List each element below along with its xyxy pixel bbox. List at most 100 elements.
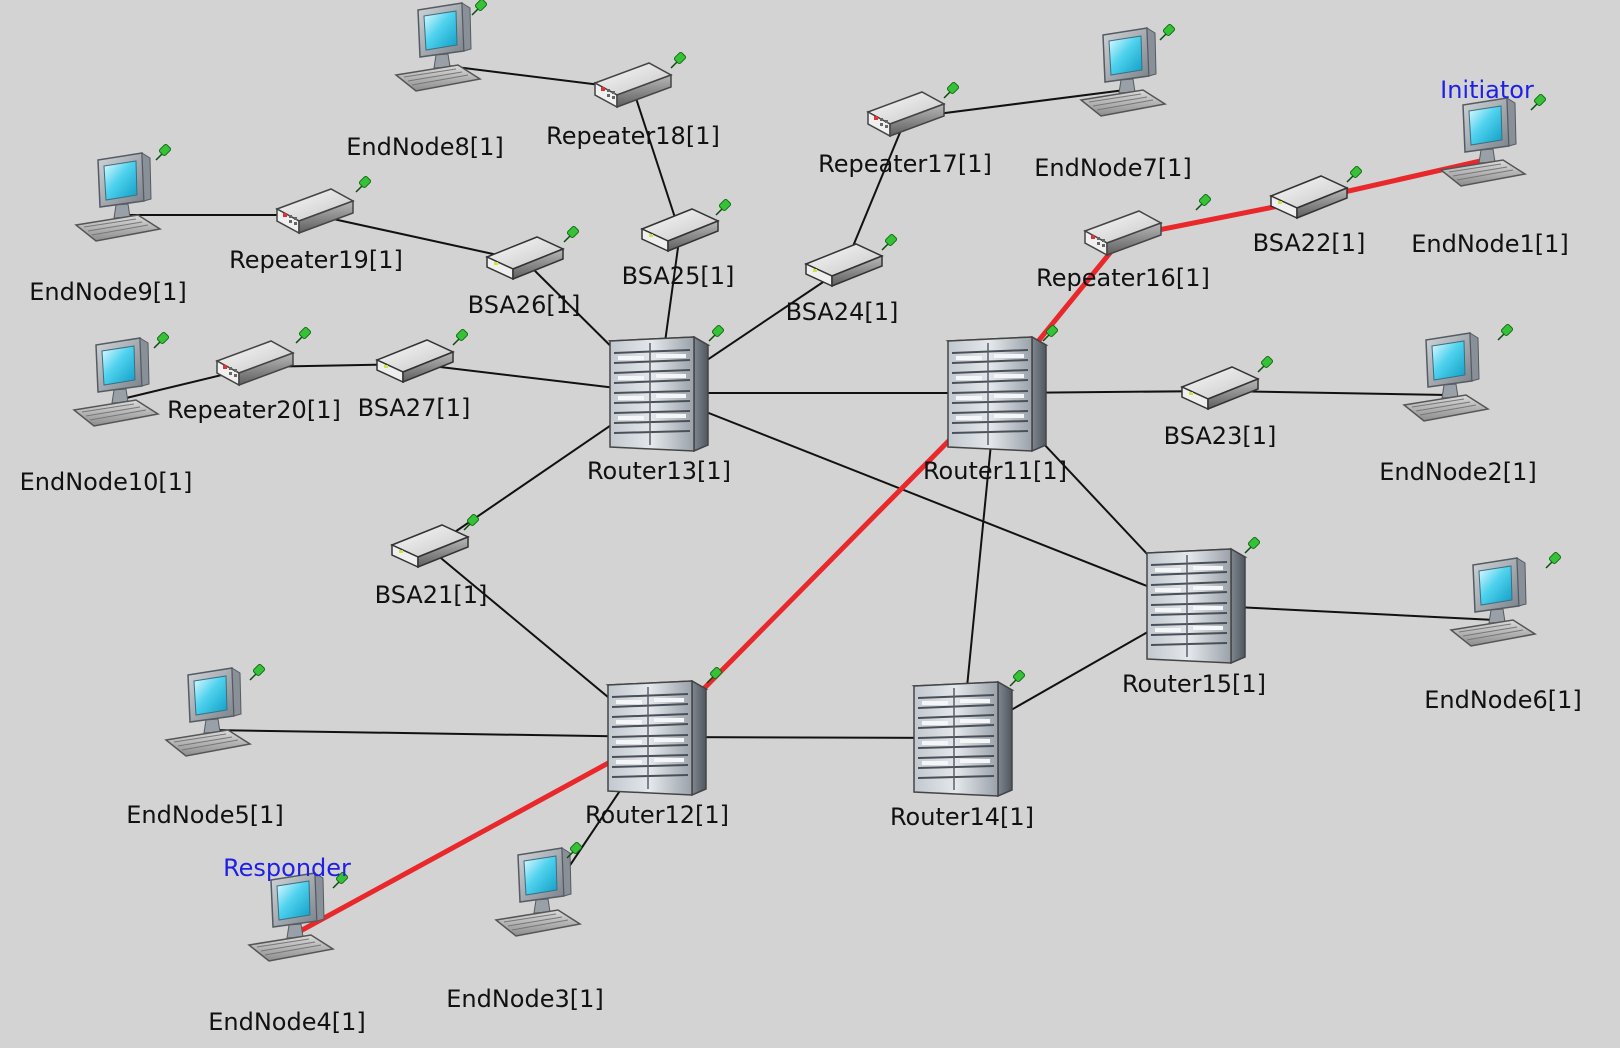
- node-router14[interactable]: Router14[1]: [890, 668, 1034, 831]
- router-icon: [1146, 548, 1246, 664]
- node-label: EndNode9[1]: [29, 278, 187, 306]
- node-repeater20[interactable]: Repeater20[1]: [167, 325, 341, 424]
- computer-icon: [165, 667, 251, 757]
- link-22: [655, 736, 963, 739]
- status-badge-icon: [452, 327, 470, 346]
- node-label: Repeater20[1]: [167, 396, 341, 424]
- status-badge-icon: [1545, 550, 1563, 569]
- node-label: BSA25[1]: [622, 262, 735, 290]
- node-router13[interactable]: Router13[1]: [587, 323, 731, 485]
- link-4: [314, 214, 526, 262]
- link-1: [632, 88, 681, 234]
- node-endnode7[interactable]: EndNode7[1]: [1034, 22, 1192, 182]
- status-badge-icon: [1497, 322, 1515, 341]
- bsa-icon: [1181, 366, 1259, 410]
- node-label: BSA26[1]: [468, 291, 581, 319]
- computer-icon: [75, 152, 161, 242]
- node-label: Router12[1]: [585, 801, 729, 829]
- status-badge-icon: [1195, 192, 1213, 211]
- status-badge-icon: [153, 330, 171, 349]
- node-label: EndNode3[1]: [446, 985, 604, 1013]
- node-endnode5[interactable]: EndNode5[1]: [126, 662, 284, 829]
- node-label: EndNode2[1]: [1379, 458, 1537, 486]
- node-label: Repeater16[1]: [1036, 264, 1210, 292]
- computer-icon: [395, 2, 481, 92]
- node-label: EndNode5[1]: [126, 801, 284, 829]
- node-label: Repeater18[1]: [546, 122, 720, 150]
- node-bsa27[interactable]: BSA27[1]: [358, 327, 471, 422]
- node-endnode1[interactable]: EndNode1[1]Initiator: [1411, 76, 1569, 258]
- status-badge-icon: [1244, 535, 1262, 554]
- bsa-icon: [391, 524, 469, 568]
- node-label: EndNode6[1]: [1424, 686, 1582, 714]
- node-repeater18[interactable]: Repeater18[1]: [546, 50, 720, 150]
- node-repeater19[interactable]: Repeater19[1]: [229, 174, 403, 274]
- node-router12[interactable]: Router12[1]: [585, 665, 729, 829]
- links-layer: [117, 64, 1496, 938]
- node-label: Router14[1]: [890, 803, 1034, 831]
- node-endnode9[interactable]: EndNode9[1]: [29, 142, 187, 306]
- node-bsa23[interactable]: BSA23[1]: [1164, 354, 1277, 450]
- node-label: Router15[1]: [1122, 670, 1266, 698]
- status-badge-icon: [708, 323, 726, 342]
- node-endnode10[interactable]: EndNode10[1]: [20, 330, 193, 496]
- link-13: [657, 392, 1196, 606]
- node-label: Repeater17[1]: [818, 150, 992, 178]
- node-repeater16[interactable]: Repeater16[1]: [1036, 192, 1213, 292]
- link-17: [1219, 390, 1449, 396]
- status-badge-icon: [471, 0, 489, 16]
- computer-icon: [248, 872, 334, 962]
- computer-icon: [1403, 332, 1489, 422]
- repeater-icon: [216, 340, 294, 386]
- node-repeater17[interactable]: Repeater17[1]: [818, 80, 992, 178]
- node-label: Router13[1]: [587, 457, 731, 485]
- status-badge-icon: [881, 232, 899, 251]
- node-label: EndNode4[1]: [208, 1008, 366, 1036]
- status-badge-icon: [249, 662, 267, 681]
- computer-icon: [73, 337, 159, 427]
- computer-icon: [495, 847, 581, 937]
- link-19: [961, 392, 997, 739]
- node-router11[interactable]: Router11[1]: [923, 323, 1067, 485]
- bsa-icon: [641, 208, 719, 252]
- status-badge-icon: [155, 142, 173, 161]
- node-endnode3[interactable]: EndNode3[1]: [446, 840, 604, 1013]
- role-label-initiator: Initiator: [1440, 76, 1534, 104]
- node-router15[interactable]: Router15[1]: [1122, 535, 1266, 698]
- node-bsa26[interactable]: BSA26[1]: [468, 224, 581, 319]
- computer-icon: [1080, 27, 1166, 117]
- node-bsa21[interactable]: BSA21[1]: [375, 512, 488, 609]
- node-label: Repeater19[1]: [229, 246, 403, 274]
- role-label-responder: Responder: [223, 854, 351, 882]
- status-badge-icon: [715, 197, 733, 216]
- status-badge-icon: [1257, 354, 1275, 373]
- link-23: [209, 729, 657, 738]
- node-bsa25[interactable]: BSA25[1]: [622, 197, 735, 290]
- repeater-icon: [867, 91, 945, 137]
- path-link-29: [291, 734, 658, 938]
- router-icon: [607, 680, 707, 796]
- node-endnode8[interactable]: EndNode8[1]: [346, 0, 504, 161]
- bsa-icon: [805, 243, 883, 287]
- bsa-icon: [1270, 175, 1348, 219]
- status-badge-icon: [563, 224, 581, 243]
- bsa-icon: [486, 236, 564, 280]
- status-badge-icon: [355, 174, 373, 193]
- repeater-icon: [594, 62, 672, 108]
- repeater-icon: [1084, 210, 1162, 256]
- node-endnode6[interactable]: EndNode6[1]: [1424, 550, 1582, 714]
- status-badge-icon: [670, 50, 688, 69]
- node-endnode4[interactable]: EndNode4[1] Responder: [208, 854, 366, 1036]
- node-label: BSA22[1]: [1253, 229, 1366, 257]
- node-endnode2[interactable]: EndNode2[1]: [1379, 322, 1537, 486]
- router-icon: [947, 336, 1047, 452]
- node-label: BSA27[1]: [358, 394, 471, 422]
- node-label: BSA21[1]: [375, 581, 488, 609]
- node-label: EndNode7[1]: [1034, 154, 1192, 182]
- node-bsa24[interactable]: BSA24[1]: [786, 232, 899, 326]
- path-link-28: [654, 391, 998, 739]
- repeater-icon: [276, 188, 354, 234]
- node-bsa22[interactable]: BSA22[1]: [1253, 164, 1366, 257]
